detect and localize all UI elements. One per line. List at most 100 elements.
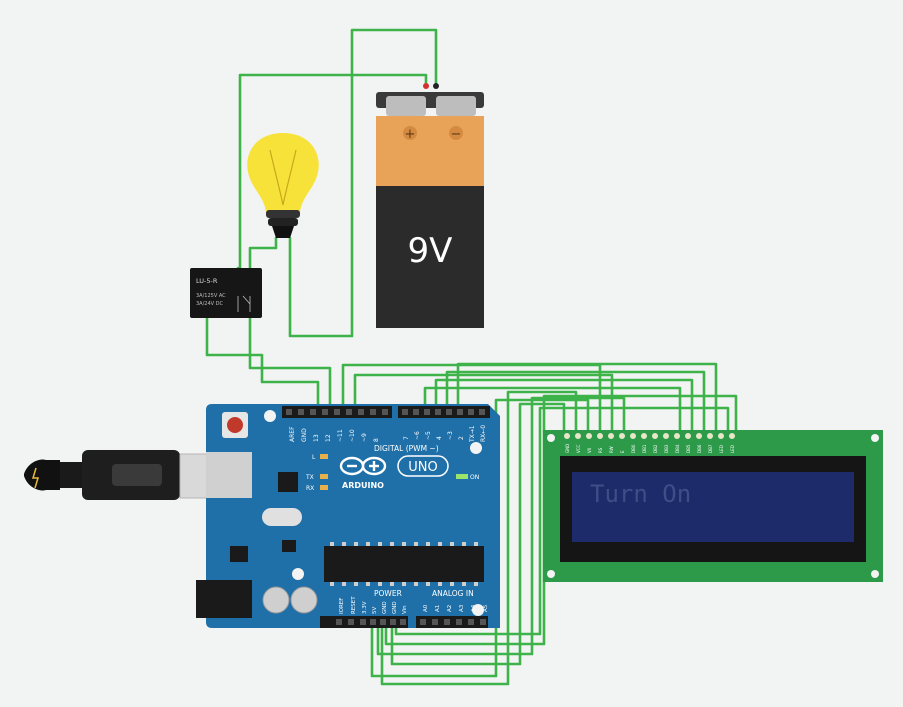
lcd-mount-hole [871,434,879,442]
analog-header [416,616,488,628]
lcd-pin-label: V0 [587,447,592,453]
relay-switch-symbol [237,295,251,312]
pin-label: ~11 [337,429,344,442]
battery-9v[interactable]: + − 9V [376,83,484,328]
pin-label: ~3 [447,431,454,440]
relay-model-label: LU-5-R [196,277,218,285]
wire-bulb-to-relay [248,236,278,270]
led-l [320,454,328,459]
led-l-label: L [312,454,316,461]
lcd-mount-hole [547,434,555,442]
battery-body [376,186,484,328]
lcd-pin-label: LED [730,445,735,453]
pin-label: Vin [402,605,408,614]
lcd-pin-label: GND [565,444,570,453]
pin-label: 2 [458,436,465,440]
usb-chip [278,472,298,492]
mount-hole [264,410,276,422]
relay-lu-5-r[interactable]: LU-5-R 3A/125V AC 3A/24V DC [190,268,262,318]
capacitor [290,586,318,614]
lcd-pin-label: E [620,450,625,453]
pin-label: 5V [372,607,378,614]
regulator [230,546,248,562]
led-on [456,474,468,479]
mount-hole [472,604,484,616]
pin-label: 8 [373,438,380,442]
battery-terminal-plus [386,96,426,116]
wire-pin12-to-lcd [353,373,614,434]
lcd-pin-label: DB3 [664,444,669,453]
led-tx [320,474,328,479]
pin-label: A5 [483,604,489,612]
uno-badge-text: UNO [408,460,437,475]
pin-label: 4 [436,436,443,440]
pin-label: RX←0 [480,425,487,442]
arduino-uno-board[interactable]: AREF GND 13 12 ~11 ~10 ~9 8 7 ~6 ~5 4 ~3… [196,404,500,628]
lcd-pin-label: DB0 [631,444,636,453]
bulb-base-tip [272,226,294,238]
wire-pin2-to-lcd [456,362,718,434]
battery-lead-minus [433,83,439,89]
battery-terminal-minus [436,96,476,116]
led-on-label: ON [470,474,479,481]
usb-cable-end [24,459,60,491]
pin-label: RESET [351,596,357,614]
mount-hole [292,568,304,580]
lcd-mount-hole [547,570,555,578]
crystal [262,508,302,526]
battery-plus-label: + [405,127,416,142]
capacitor [262,586,290,614]
power-analog-sockets [336,619,486,625]
lcd-mount-hole [871,570,879,578]
atmega-pins [330,542,478,586]
small-chip [282,540,296,552]
arduino-infinity-logo-icon [339,456,387,476]
lcd-pin-label: RS [598,447,603,453]
light-bulb[interactable] [247,133,319,238]
bulb-base-ring-2 [268,218,298,226]
pin-label: A4 [471,604,477,612]
wire-battery-minus-loop [288,28,438,338]
battery-voltage-label: 9V [408,231,453,271]
lcd-display-text: Turn On [590,480,691,508]
lcd-pin-pads [564,433,735,439]
power-label: POWER [374,589,402,598]
pin-label: 3.3V [362,601,368,614]
bulb-base-ring-1 [266,210,300,218]
wire-power-loop-a [376,396,626,656]
battery-lead-plus [423,83,429,89]
pin-label: A0 [423,604,429,612]
digital-pin-labels: AREF GND 13 12 ~11 ~10 ~9 8 7 ~6 ~5 4 ~3… [289,425,487,443]
pin-label: IOREF [339,598,345,614]
lcd-pin-label: DB5 [686,444,691,453]
relay-rating-dc: 3A/24V DC [196,301,224,307]
bulb-glass [247,133,319,212]
digital-header-sockets [286,409,485,415]
pin-label: ~5 [425,431,432,440]
battery-top-band [376,116,484,186]
pin-label: A3 [459,604,465,612]
battery-minus-label: − [451,127,462,142]
pin-label: 13 [313,434,320,442]
pin-label: GND [382,601,388,614]
wire-pin4-to-lcd [434,378,694,434]
uno-badge [397,455,449,477]
lcd-pin-labels: GND VCC V0 RS RW E DB0 DB1 DB2 DB3 DB4 D… [565,444,735,453]
pin-label: GND [301,428,308,442]
digital-header-right [398,406,490,418]
lcd-16x2[interactable]: GND VCC V0 RS RW E DB0 DB1 DB2 DB3 DB4 D… [543,430,883,582]
usb-grip [112,464,162,486]
wire-pin3-to-lcd [445,370,706,434]
reset-button[interactable] [227,417,243,433]
power-pin-labels: IOREF RESET 3.3V 5V GND GND Vin A0 A1 A2… [339,596,489,614]
pin-label: 7 [403,436,410,440]
lcd-pin-label: LED [719,445,724,453]
plus-terminal-marker [403,126,417,140]
led-rx-label: RX [306,485,314,492]
power-jack [196,580,252,618]
minus-terminal-marker [449,126,463,140]
pin-label: ~6 [414,431,421,440]
relay-body [190,268,262,318]
mount-hole [470,442,482,454]
